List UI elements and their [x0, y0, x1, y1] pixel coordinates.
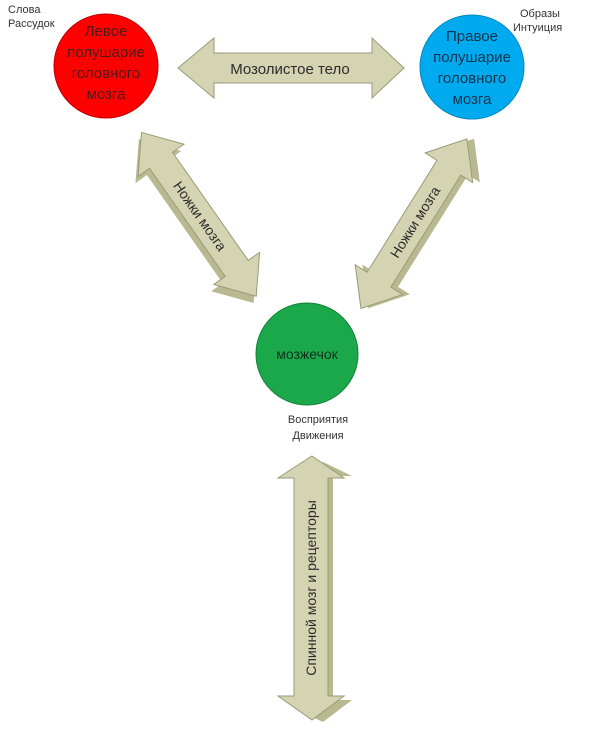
spinal-label: Спинной мозг и рецепторы — [303, 500, 319, 676]
note-top-right: Образы Интуиция — [513, 8, 562, 34]
cerebellum-label: мозжечок — [276, 346, 338, 362]
left-hemisphere-line-1: Левое — [85, 23, 128, 40]
corpus-callosum-label: Мозолистое тело — [230, 61, 350, 78]
note-top-left: Слова Рассудок — [8, 4, 55, 30]
corpus-callosum-arrow: Мозолистое тело — [177, 36, 405, 100]
right-hemisphere-line-4: мозга — [453, 91, 493, 108]
left-hemisphere-line-4: мозга — [87, 86, 127, 103]
right-hemisphere-line-3: головного — [438, 70, 507, 87]
left-hemisphere-line-3: головного — [72, 65, 141, 82]
left-peduncle-arrow: Ножки мозга — [135, 131, 261, 303]
right-hemisphere-line-1: Правое — [446, 28, 498, 45]
left-hemisphere-line-2: полушарие — [67, 44, 145, 61]
right-hemisphere-circle — [419, 14, 525, 120]
left-hemisphere-circle — [53, 13, 159, 119]
right-peduncle-arrow: Ножки мозга — [354, 138, 480, 310]
note-bottom: Восприятия Движения — [288, 414, 348, 442]
cerebellum-node: мозжечок — [255, 302, 359, 406]
note-top-right-line-2: Интуиция — [513, 22, 562, 34]
note-bottom-line-2: Движения — [292, 430, 343, 442]
note-top-right-line-1: Образы — [520, 8, 560, 20]
right-hemisphere-line-2: полушарие — [433, 49, 511, 66]
note-top-left-line-2: Рассудок — [8, 18, 55, 30]
cerebellum-circle — [255, 302, 359, 406]
spinal-arrow: Спинной мозг и рецепторы — [276, 455, 352, 722]
note-top-left-line-1: Слова — [8, 4, 41, 16]
note-bottom-line-1: Восприятия — [288, 414, 348, 426]
right-hemisphere-node: Правое полушарие головного мозга — [419, 14, 525, 120]
left-hemisphere-node: Левое полушарие головного мозга — [53, 13, 159, 119]
